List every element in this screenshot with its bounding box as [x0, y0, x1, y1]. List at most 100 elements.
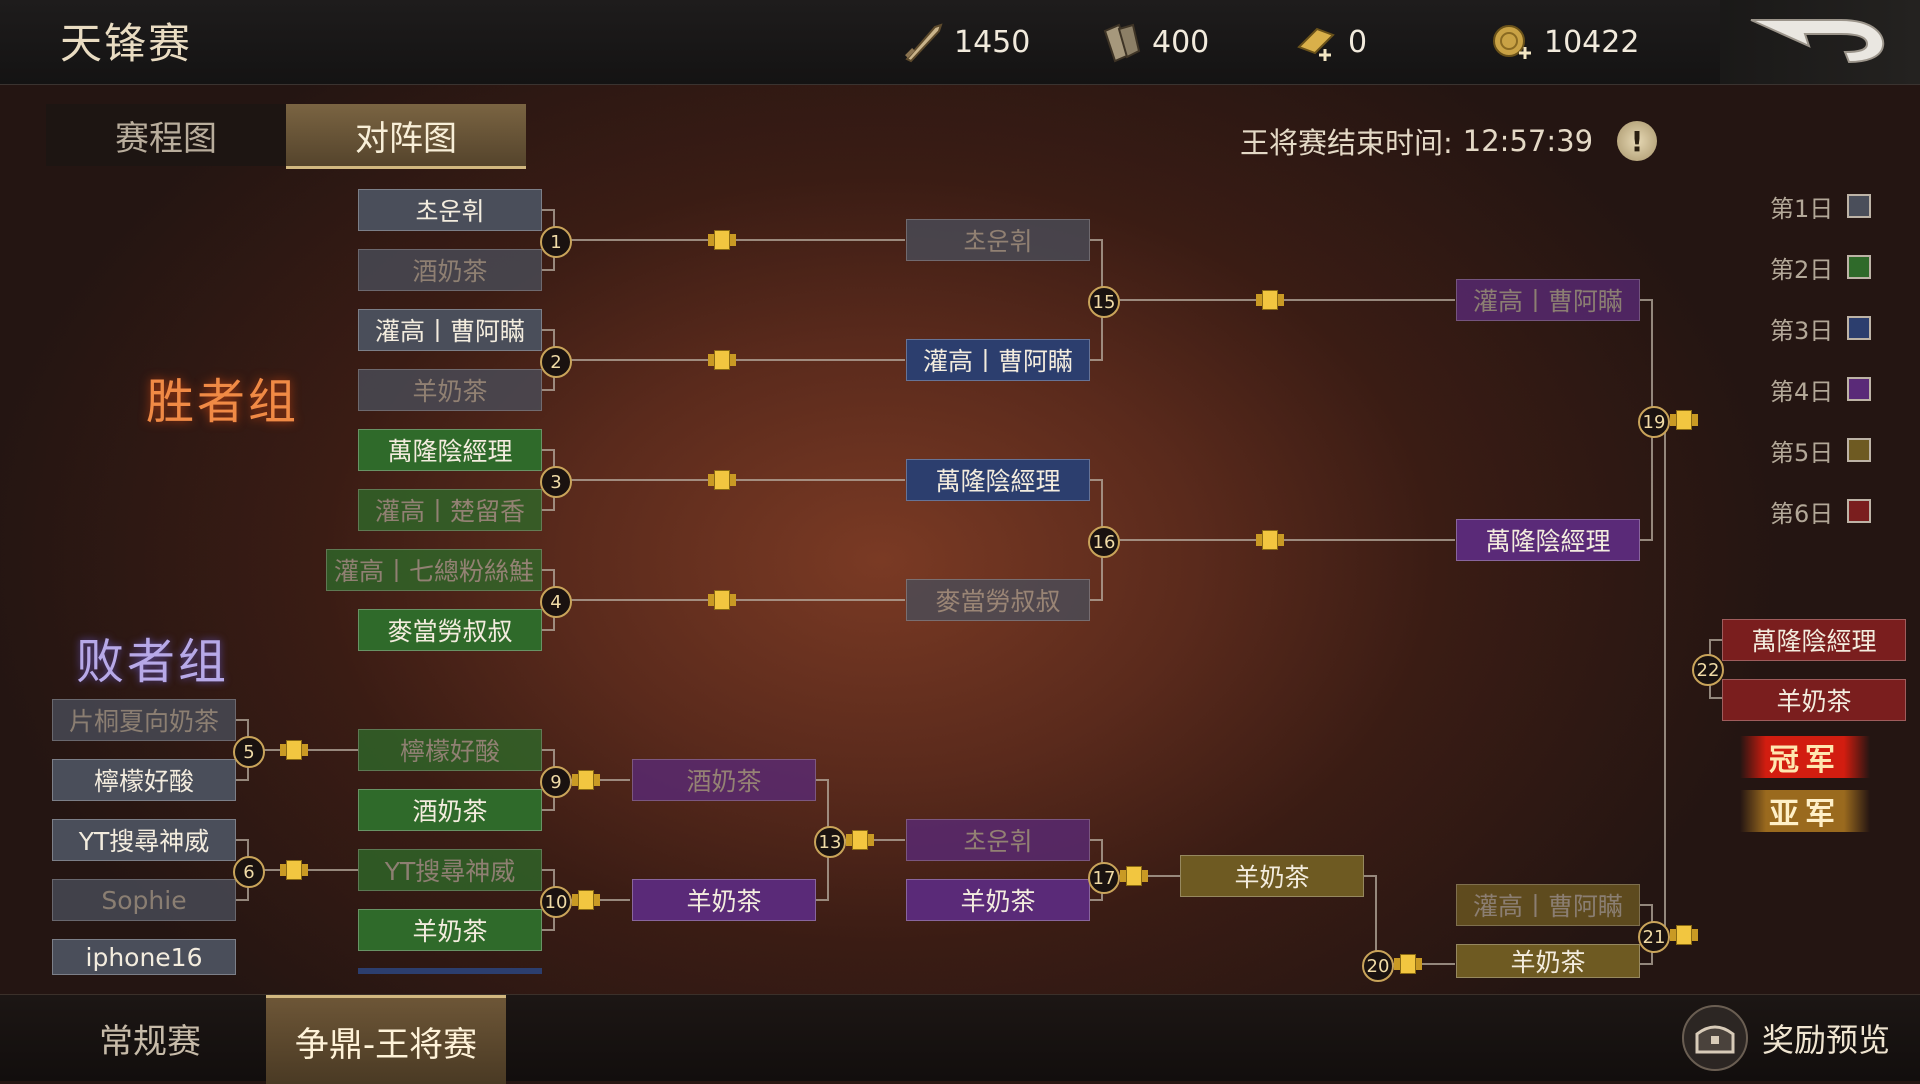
bracket-slot-overflow: [358, 968, 542, 974]
bracket-slot-r1-7[interactable]: 灌高丨七總粉絲鮭: [326, 549, 542, 591]
bracket-slot-r2-1[interactable]: 초운휘: [906, 219, 1090, 261]
tab-bracket[interactable]: 对阵图: [286, 104, 526, 169]
resource-scroll-bundle[interactable]: 400: [1098, 21, 1210, 63]
replay-scroll-icon[interactable]: [708, 228, 736, 252]
replay-scroll-icon[interactable]: [708, 348, 736, 372]
tab-schedule[interactable]: 赛程图: [115, 118, 217, 159]
replay-scroll-icon[interactable]: [280, 738, 308, 762]
legend-item: 第2日: [1770, 251, 1872, 284]
tab-regular-season[interactable]: 常规赛: [99, 1021, 201, 1062]
bracket-slot-l2-1[interactable]: 檸檬好酸: [358, 729, 542, 771]
return-arrow-icon: [1745, 10, 1895, 74]
bracket-slot-l3-1[interactable]: 酒奶茶: [632, 759, 816, 801]
match-number-badge[interactable]: 19: [1638, 406, 1670, 438]
replay-scroll-icon[interactable]: [280, 858, 308, 882]
match-number-badge[interactable]: 22: [1692, 654, 1724, 686]
bracket-slot-l1-1[interactable]: 片桐夏向奶茶: [52, 699, 236, 741]
legend-swatch: [1847, 194, 1872, 218]
page-title: 天锋赛: [60, 19, 193, 68]
bracket-slot-l2-2[interactable]: 酒奶茶: [358, 789, 542, 831]
winners-group-label: 胜者组: [146, 374, 300, 430]
bracket-slot-l1-3[interactable]: YT搜尋神威: [52, 819, 236, 861]
bracket-slot-l2-4[interactable]: 羊奶茶: [358, 909, 542, 951]
replay-scroll-icon[interactable]: [1256, 288, 1284, 312]
match-number-badge[interactable]: 20: [1362, 950, 1394, 982]
tab-king-general-cup[interactable]: 争鼎-王将赛: [266, 995, 506, 1084]
bracket-slot-r3-1[interactable]: 灌高丨曹阿瞞: [1456, 279, 1640, 321]
match-number-badge[interactable]: 10: [540, 886, 572, 918]
legend-label: 第2日: [1770, 255, 1834, 284]
bracket-slot-l5[interactable]: 羊奶茶: [1180, 855, 1364, 897]
bracket-slot-r2-2[interactable]: 灌高丨曹阿瞞: [906, 339, 1090, 381]
bracket-slot-r1-6[interactable]: 灌高丨楚留香: [358, 489, 542, 531]
match-number-badge[interactable]: 17: [1088, 862, 1120, 894]
view-tabs: 赛程图 对阵图: [46, 104, 526, 169]
match-number-badge[interactable]: 13: [814, 826, 846, 858]
legend-item: 第4日: [1770, 373, 1872, 406]
bracket-slot-l1-2[interactable]: 檸檬好酸: [52, 759, 236, 801]
replay-scroll-icon[interactable]: [708, 588, 736, 612]
bracket-slot-l4-2[interactable]: 羊奶茶: [906, 879, 1090, 921]
legend-label: 第3日: [1770, 316, 1834, 345]
end-timer: 王将赛结束时间: 12:57:39 !: [1240, 120, 1658, 162]
match-number-badge[interactable]: 5: [233, 736, 265, 768]
resource-sword-token[interactable]: 1450: [900, 22, 1030, 63]
reward-preview-label: 奖励预览: [1761, 1021, 1890, 1059]
legend-item: 第5日: [1770, 434, 1872, 467]
back-button[interactable]: [1720, 0, 1920, 84]
replay-scroll-icon[interactable]: [1670, 408, 1698, 432]
timer-value: 12:57:39: [1462, 124, 1594, 158]
replay-scroll-icon[interactable]: [572, 888, 600, 912]
bracket-slot-l2-3[interactable]: YT搜尋神威: [358, 849, 542, 891]
bracket-slot-lf-2[interactable]: 羊奶茶: [1456, 944, 1640, 978]
match-number-badge[interactable]: 15: [1088, 286, 1120, 318]
legend-label: 第4日: [1770, 377, 1834, 406]
coin-plus-icon: [1490, 21, 1536, 63]
bracket-slot-r1-2[interactable]: 酒奶茶: [358, 249, 542, 291]
resource-value: 400: [1152, 24, 1210, 60]
reward-preview-button[interactable]: 奖励预览: [1681, 1005, 1890, 1071]
resource-gold-bar[interactable]: 0: [1294, 22, 1367, 62]
bracket-slot-r3-2[interactable]: 萬隆陰經理: [1456, 519, 1640, 561]
legend-label: 第6日: [1770, 499, 1834, 528]
bracket-slot-r1-5[interactable]: 萬隆陰經理: [358, 429, 542, 471]
resource-value: 10422: [1544, 24, 1640, 60]
bracket-slot-lf-1[interactable]: 灌高丨曹阿瞞: [1456, 884, 1640, 926]
match-number-badge[interactable]: 6: [233, 856, 265, 888]
match-number-badge[interactable]: 9: [540, 766, 572, 798]
replay-scroll-icon[interactable]: [1120, 864, 1148, 888]
replay-scroll-icon[interactable]: [1394, 952, 1422, 976]
info-icon[interactable]: !: [1617, 121, 1658, 161]
bracket-slot-r2-3[interactable]: 萬隆陰經理: [906, 459, 1090, 501]
bracket-slot-l1-4[interactable]: Sophie: [52, 879, 236, 921]
legend-swatch: [1847, 377, 1872, 401]
replay-scroll-icon[interactable]: [1256, 528, 1284, 552]
bracket-slot-final-2[interactable]: 羊奶茶: [1722, 679, 1906, 721]
bracket-slot-l4-1[interactable]: 초운휘: [906, 819, 1090, 861]
bracket-slot-r1-1[interactable]: 초운휘: [358, 189, 542, 231]
legend-item: 第3日: [1770, 312, 1872, 345]
match-number-badge[interactable]: 16: [1088, 526, 1120, 558]
scroll-bundle-icon: [1098, 21, 1144, 63]
replay-scroll-icon[interactable]: [846, 828, 874, 852]
bracket-slot-r1-3[interactable]: 灌高丨曹阿瞞: [358, 309, 542, 351]
bracket-slot-l1-5[interactable]: iphone16: [52, 939, 236, 975]
match-number-badge[interactable]: 1: [540, 226, 572, 258]
replay-scroll-icon[interactable]: [1670, 923, 1698, 947]
legend-item: 第6日: [1770, 495, 1872, 528]
replay-scroll-icon[interactable]: [572, 768, 600, 792]
bracket-slot-r1-4[interactable]: 羊奶茶: [358, 369, 542, 411]
resource-coin[interactable]: 10422: [1490, 22, 1639, 62]
replay-scroll-icon[interactable]: [708, 468, 736, 492]
match-number-badge[interactable]: 2: [540, 346, 572, 378]
legend-swatch: [1847, 316, 1872, 340]
bracket-slot-l3-2[interactable]: 羊奶茶: [632, 879, 816, 921]
runner-up-tag: 亚军: [1740, 790, 1870, 832]
gold-bar-plus-icon: [1294, 21, 1340, 63]
match-number-badge[interactable]: 4: [540, 586, 572, 618]
bracket-slot-final-1[interactable]: 萬隆陰經理: [1722, 619, 1906, 661]
bracket-slot-r2-4[interactable]: 麥當勞叔叔: [906, 579, 1090, 621]
match-number-badge[interactable]: 21: [1638, 921, 1670, 953]
bracket-slot-r1-8[interactable]: 麥當勞叔叔: [358, 609, 542, 651]
match-number-badge[interactable]: 3: [540, 466, 572, 498]
